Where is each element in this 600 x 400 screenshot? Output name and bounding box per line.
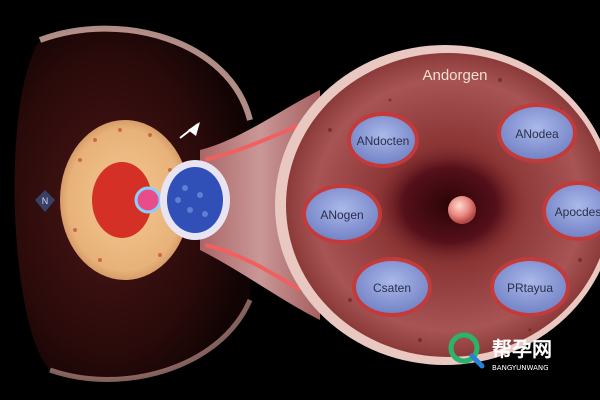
follicle-structure (60, 120, 230, 280)
node-label: Apocdes (555, 205, 600, 219)
watermark-logo-icon (448, 332, 480, 364)
watermark-latin: BANGYUNWANG (492, 364, 549, 372)
watermark-chinese: 帮孕网 (492, 337, 552, 361)
node-mid-left: ANogen (302, 184, 382, 244)
node-bottom-left: Csaten (352, 257, 432, 317)
blue-cell-cluster (167, 167, 223, 233)
watermark: 帮孕网 BANGYUNWANG (448, 332, 552, 372)
pink-cell (134, 186, 162, 214)
side-badge: N (35, 190, 55, 212)
diagram-title: Andorgen (422, 67, 487, 84)
svg-text:N: N (42, 196, 49, 206)
node-bottom-right: PRtayua (490, 257, 570, 317)
node-label: Csaten (373, 281, 411, 295)
central-follicle (448, 196, 476, 224)
node-top-left: ANdocten (347, 112, 419, 168)
node-label: ANogen (320, 208, 363, 222)
node-label: PRtayua (507, 281, 553, 295)
red-cell-cluster (92, 162, 152, 238)
node-label: ANodea (515, 127, 559, 141)
node-label: ANdocten (357, 134, 410, 148)
node-mid-right: Apocdes (542, 181, 600, 241)
node-top-right: ANodea (497, 103, 577, 163)
